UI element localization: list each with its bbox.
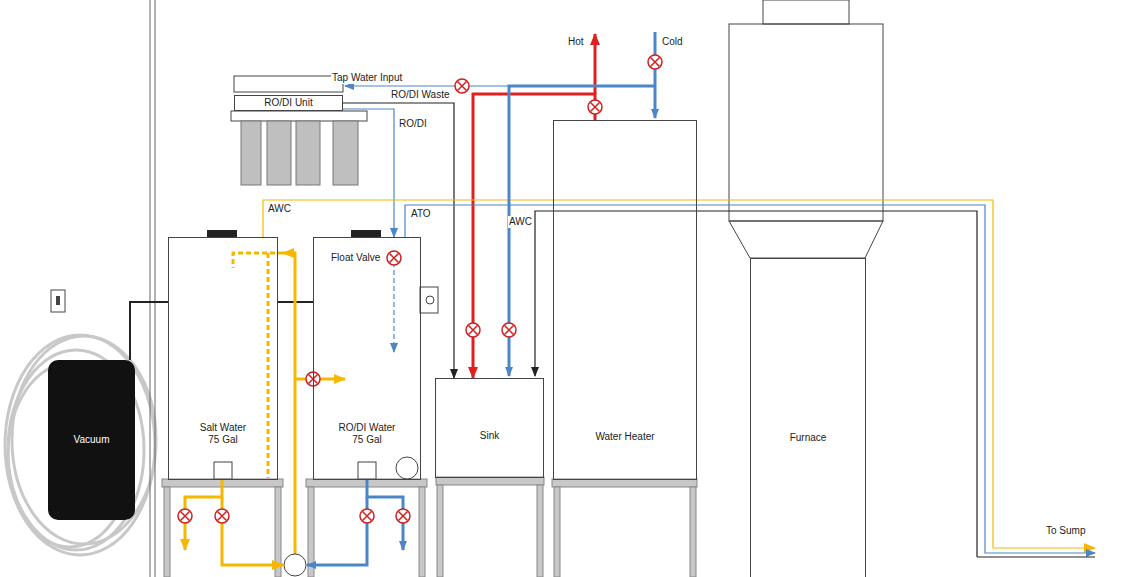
node-label: RO/DI Water 75 Gal bbox=[337, 422, 397, 446]
valve-symbol bbox=[505, 326, 514, 335]
salt-water-pipes bbox=[185, 253, 345, 565]
valve-symbol bbox=[466, 323, 480, 337]
tank-outlet bbox=[214, 462, 232, 479]
pipe-connector bbox=[473, 94, 595, 378]
vacuum: Vacuum bbox=[48, 360, 135, 520]
pipe-label: RO/DI bbox=[398, 118, 428, 130]
tank-outlet bbox=[358, 462, 376, 479]
valve-symbol bbox=[396, 509, 410, 523]
valve-symbol bbox=[360, 509, 374, 523]
furnace: Furnace bbox=[750, 258, 866, 577]
valve-symbol bbox=[181, 512, 190, 521]
pipe-label: Cold bbox=[661, 36, 684, 48]
sink: Sink bbox=[435, 378, 544, 478]
valve-symbol bbox=[390, 254, 399, 263]
valve-symbol bbox=[387, 251, 401, 265]
pipe-label: Hot bbox=[567, 36, 585, 48]
valves bbox=[178, 55, 662, 523]
valve-symbol bbox=[363, 512, 372, 521]
return-pump bbox=[284, 554, 306, 576]
valve-symbol bbox=[399, 512, 408, 521]
furnace-upper bbox=[729, 24, 883, 221]
awc-sink-line bbox=[977, 556, 1095, 557]
filter-canisters bbox=[241, 121, 358, 185]
pipe-label: ATO bbox=[410, 208, 432, 220]
tap-water-line bbox=[345, 85, 509, 86]
valve-symbol bbox=[178, 509, 192, 523]
node-label: Water Heater bbox=[595, 431, 654, 443]
furnace-transition bbox=[729, 221, 883, 258]
pipe-label: AWC bbox=[508, 216, 533, 228]
filter-unit: RO/DI Unit bbox=[234, 95, 343, 111]
ato-pump bbox=[396, 457, 418, 479]
valve-symbol bbox=[455, 79, 469, 93]
node-label: Salt Water 75 Gal bbox=[193, 422, 253, 446]
wall-outlet bbox=[51, 290, 65, 312]
fill-line bbox=[393, 262, 394, 352]
cold-supply bbox=[654, 32, 657, 118]
valve-symbol bbox=[215, 509, 229, 523]
ato-controller bbox=[420, 287, 438, 313]
pipe-connector bbox=[343, 103, 454, 378]
water-heater: Water Heater bbox=[553, 120, 697, 480]
wall-line bbox=[150, 0, 151, 577]
stands bbox=[162, 477, 697, 577]
node-label: Sink bbox=[480, 430, 499, 442]
hose-coils bbox=[5, 335, 156, 555]
pipe-label: RO/DI Waste bbox=[390, 89, 451, 101]
furnace-flue bbox=[763, 0, 849, 24]
valve-symbol bbox=[648, 55, 662, 69]
pipe-label: AWC bbox=[267, 203, 292, 215]
rodi-water-pipes bbox=[307, 479, 403, 565]
awc-sink-line bbox=[535, 211, 977, 557]
ato-controller bbox=[426, 296, 434, 304]
cold-sink-line bbox=[509, 86, 655, 376]
node-label: Furnace bbox=[790, 432, 827, 444]
node-label: Vacuum bbox=[74, 434, 110, 446]
salt-water-tank: Salt Water 75 Gal bbox=[168, 237, 278, 480]
pipe-label: To Sump bbox=[1045, 525, 1086, 537]
valve-symbol bbox=[458, 82, 467, 91]
tank-lid bbox=[351, 230, 381, 237]
wall-line bbox=[155, 0, 156, 577]
rodi-water-tank: RO/DI Water 75 Gal bbox=[313, 237, 421, 480]
valve-symbol bbox=[588, 100, 602, 114]
tank-lid bbox=[207, 230, 237, 237]
wall-outlet bbox=[56, 296, 60, 305]
pipe-label: Float Valve bbox=[330, 252, 381, 264]
valve-symbol bbox=[591, 103, 600, 112]
node-label: RO/DI Unit bbox=[264, 97, 312, 109]
valve-symbol bbox=[469, 326, 478, 335]
valve-symbol bbox=[651, 58, 660, 67]
filter-housing bbox=[234, 76, 343, 92]
valve-symbol bbox=[502, 323, 516, 337]
pipe-label: Tap Water Input bbox=[331, 72, 403, 84]
filter-plate bbox=[231, 111, 367, 121]
power-cord bbox=[130, 302, 168, 360]
valve-symbol bbox=[218, 512, 227, 521]
